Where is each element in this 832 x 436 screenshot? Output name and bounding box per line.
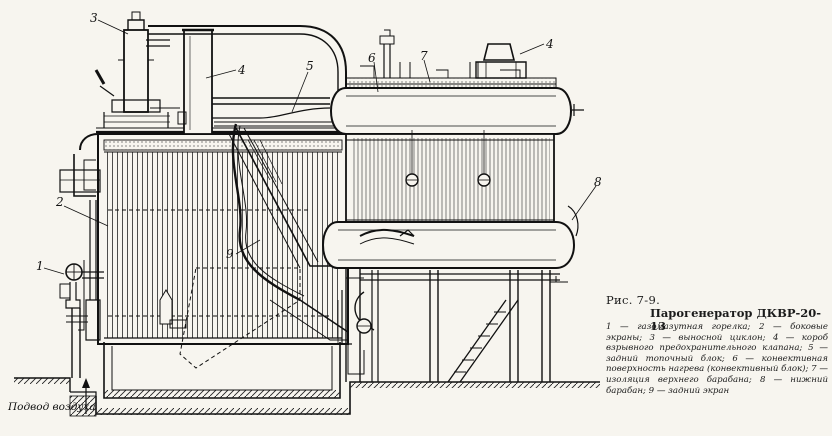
furnace-block — [96, 127, 350, 345]
air-inlet-label: Подвод воздуха — [7, 401, 96, 413]
figure-label: Рис. 7-9. — [606, 293, 661, 307]
explosion-valve-box-left — [177, 28, 214, 135]
figure-title: Парогенератор ДКВР-20-13 — [650, 306, 822, 333]
callout-6: 6 — [368, 51, 376, 65]
leader-lines — [43, 19, 597, 275]
foundation — [14, 342, 600, 417]
remote-cyclone — [94, 11, 170, 128]
callout-8: 8 — [594, 175, 602, 189]
gas-oil-burner — [59, 263, 104, 378]
top-steam-pipes — [148, 25, 347, 127]
drum-support-stand — [337, 268, 568, 383]
callout-numbers: 3 4 5 2 1 6 7 4 8 9 — [36, 11, 602, 273]
figure-caption: Рис. 7-9. Парогенератор ДКВР-20-13 — [606, 294, 828, 333]
upper-drum — [330, 29, 584, 135]
convective-block — [345, 130, 555, 227]
callout-4-right: 4 — [545, 37, 554, 51]
lower-drum — [322, 205, 579, 269]
callout-1: 1 — [36, 259, 44, 273]
callout-2: 2 — [55, 195, 64, 209]
callout-4-left: 4 — [237, 63, 246, 77]
air-inlet-arrow — [82, 378, 90, 414]
rear-screen — [179, 123, 349, 369]
explosion-valve-box-right — [475, 43, 527, 79]
callout-7: 7 — [420, 49, 428, 63]
callout-9: 9 — [226, 247, 234, 261]
figure-legend: 1 — газомазутная горелка; 2 — боковые эк… — [606, 322, 828, 396]
callout-3: 3 — [90, 11, 98, 25]
callout-5: 5 — [306, 59, 314, 73]
